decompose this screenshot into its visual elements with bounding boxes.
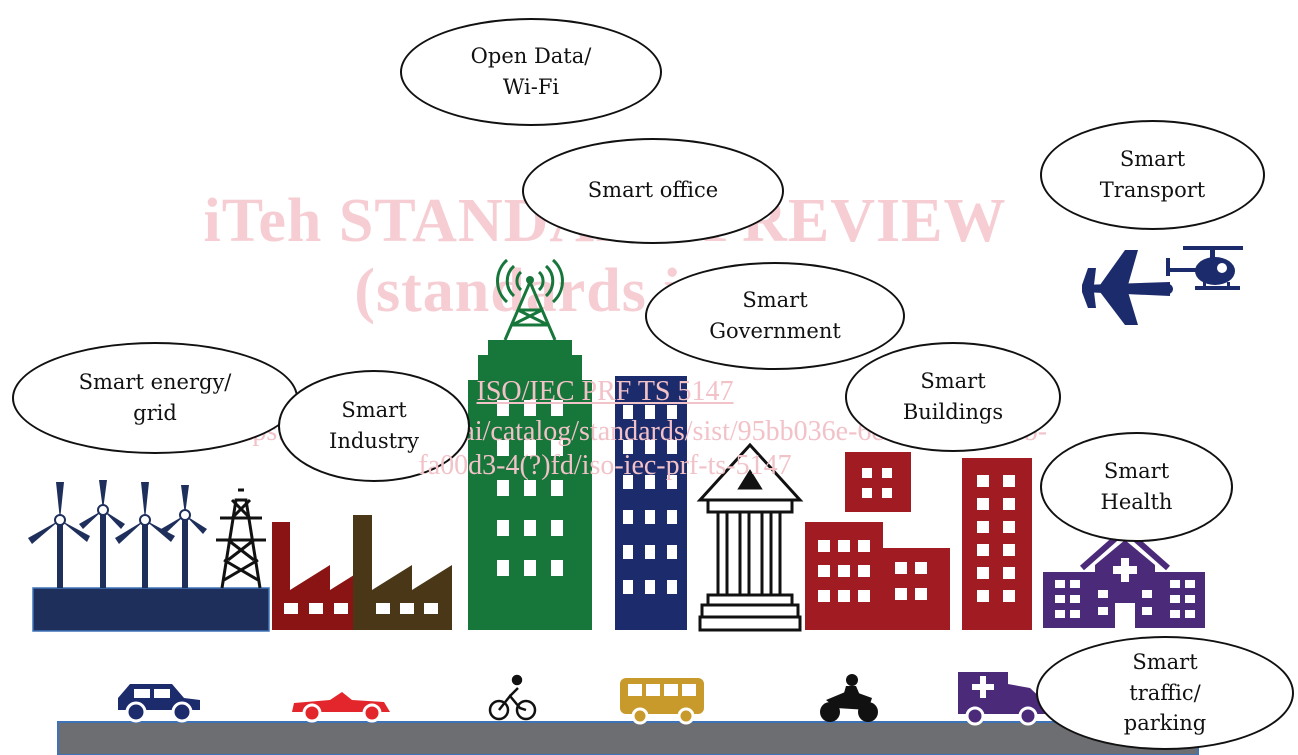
bubble-line: Government xyxy=(709,319,841,343)
bubble-line: Smart energy/ xyxy=(78,369,232,394)
bus-icon xyxy=(620,678,704,725)
ambulance-icon xyxy=(958,672,1045,726)
watermark-doc-number: ISO/IEC PRF TS 5147 xyxy=(476,376,734,407)
bubble-line: traffic/ xyxy=(1129,680,1201,705)
motorcycle-icon xyxy=(820,674,878,722)
bubble-line: Health xyxy=(1100,490,1173,514)
bubble-line: Transport xyxy=(1099,178,1206,202)
watermark-url-tail: fa00d3-4(?)fd/iso-iec-prf-ts-5147 xyxy=(418,450,792,481)
helicopter-icon xyxy=(1166,246,1243,290)
bubble-line: Smart xyxy=(1119,146,1186,171)
bubble-line: Wi-Fi xyxy=(502,75,560,99)
bubble-line: Smart xyxy=(1132,650,1198,675)
bubble-line: grid xyxy=(133,401,177,425)
office-tower xyxy=(468,258,592,630)
power-pylon-icon xyxy=(216,488,266,589)
road xyxy=(57,721,1199,755)
bicycle-icon xyxy=(488,674,537,721)
navy-tower xyxy=(615,376,687,630)
bubble-line: Smart xyxy=(742,287,808,312)
wind-turbine-icon xyxy=(28,480,207,588)
bubble-smart-traffic: Smart traffic/parking xyxy=(1036,636,1294,750)
bubble-line: Smart office xyxy=(587,178,719,203)
car-icon xyxy=(118,684,200,723)
bubble-smart-energy: Smart energy/grid xyxy=(12,342,298,454)
bubble-line: Smart xyxy=(920,368,986,393)
bubble-line: Smart xyxy=(1103,458,1170,483)
bubble-line: Buildings xyxy=(902,400,1004,424)
factory-icon xyxy=(272,515,452,630)
energy-base xyxy=(32,587,270,632)
convertible-icon xyxy=(292,692,390,723)
bubble-line: parking xyxy=(1123,711,1207,736)
bubble-open-data: Open Data/Wi-Fi xyxy=(400,18,662,126)
red-buildings xyxy=(805,452,1032,630)
bubble-line: Open Data/ xyxy=(470,43,592,68)
airplane-icon xyxy=(1082,250,1173,325)
bubble-line: Smart xyxy=(341,397,407,422)
bubble-line: Industry xyxy=(329,429,419,453)
hospital-icon xyxy=(1043,525,1205,628)
government-building-icon xyxy=(696,442,804,632)
bubble-smart-office: Smart office xyxy=(522,138,784,244)
tower-antenna-icon xyxy=(496,258,564,341)
